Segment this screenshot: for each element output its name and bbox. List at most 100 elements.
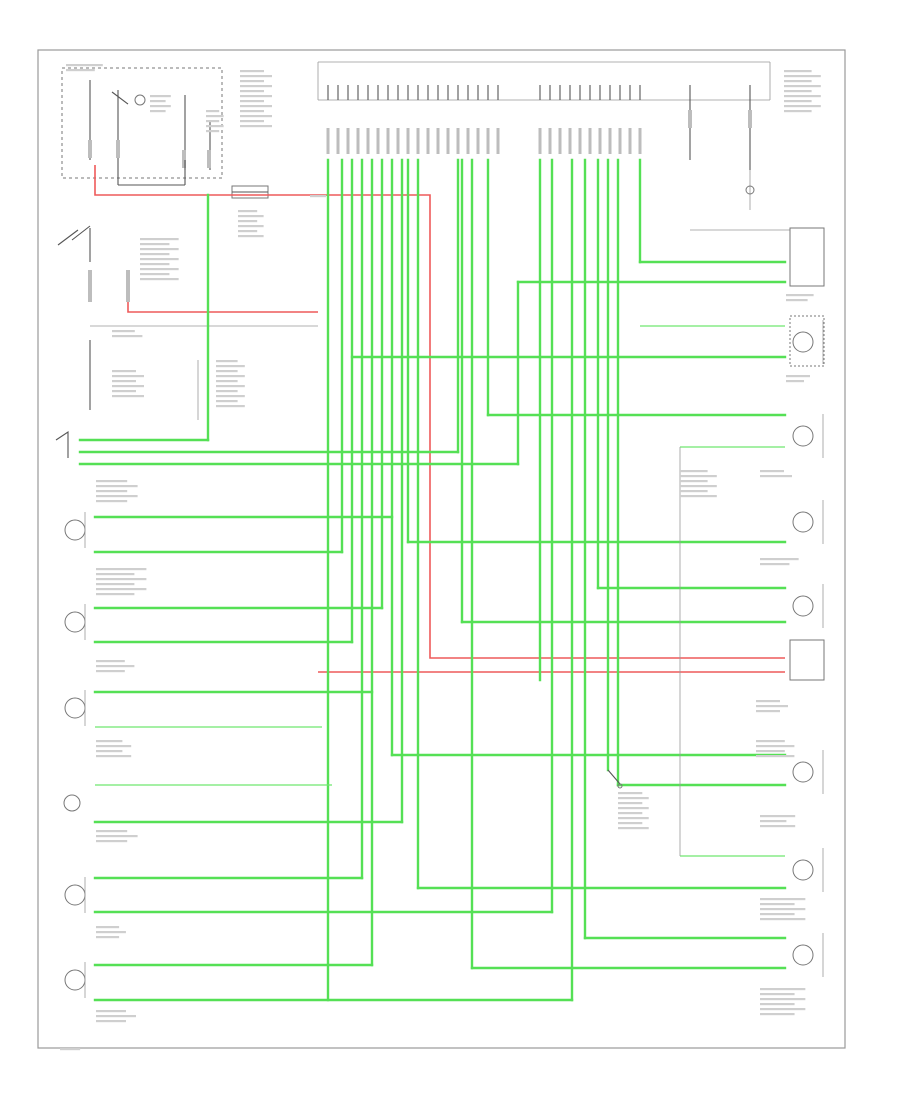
label-line xyxy=(66,64,103,67)
label-line xyxy=(112,385,144,388)
label-line xyxy=(96,750,123,753)
pin-terminal xyxy=(396,128,400,154)
sensor-symbol xyxy=(64,611,86,633)
pin-terminal xyxy=(638,128,642,154)
label-line xyxy=(140,268,179,271)
left-component-wires xyxy=(93,515,574,1002)
label-line xyxy=(680,495,717,498)
label-line xyxy=(96,840,128,843)
label-line xyxy=(96,1015,136,1018)
label-line xyxy=(216,380,238,383)
label-line xyxy=(112,395,144,398)
label-line xyxy=(206,125,224,128)
pin-terminal xyxy=(336,128,340,154)
label-line xyxy=(112,390,136,393)
label-line xyxy=(784,105,821,108)
label-line xyxy=(140,273,170,276)
label-line xyxy=(680,480,708,483)
label-line xyxy=(96,1010,126,1013)
label-line xyxy=(238,215,264,218)
label-line xyxy=(140,263,170,266)
label-line xyxy=(240,80,264,83)
sensor-symbol xyxy=(792,595,814,617)
label-line xyxy=(60,1048,81,1051)
label-line xyxy=(96,1020,126,1023)
label-line xyxy=(96,573,135,576)
sensor-symbol xyxy=(64,884,86,906)
label-line xyxy=(310,195,326,198)
sensor-symbol xyxy=(792,511,814,533)
label-line xyxy=(96,931,126,934)
label-line xyxy=(140,238,179,241)
label-line xyxy=(680,490,708,493)
label-line xyxy=(786,294,814,297)
label-line xyxy=(784,100,812,103)
pin-terminal xyxy=(496,128,500,154)
label-line xyxy=(240,100,264,103)
label-line xyxy=(618,827,649,830)
pin-terminal xyxy=(376,128,380,154)
label-line xyxy=(240,125,272,128)
lamp-symbol xyxy=(63,794,81,812)
power-wire-red xyxy=(94,165,785,659)
pin-terminal xyxy=(436,128,440,154)
label-line xyxy=(760,1008,806,1011)
label-line xyxy=(784,90,812,93)
label-line xyxy=(96,490,128,493)
label-line xyxy=(238,210,258,213)
label-line xyxy=(112,335,143,338)
label-line xyxy=(240,70,264,73)
pin-terminal xyxy=(598,128,602,154)
pin-terminal xyxy=(426,128,430,154)
label-line xyxy=(240,85,272,88)
label-line xyxy=(756,745,795,748)
label-line xyxy=(760,993,795,996)
label-line xyxy=(240,110,264,113)
label-line xyxy=(96,755,132,758)
pin-terminal xyxy=(346,128,350,154)
green-bus-wires xyxy=(326,158,642,1002)
right-side-connector-boxes xyxy=(679,227,825,856)
label-line xyxy=(150,100,166,103)
relay-fuse-area xyxy=(61,67,269,199)
pin-terminal xyxy=(356,128,360,154)
pin-terminal xyxy=(416,128,420,154)
left-switch-block xyxy=(55,193,520,466)
label-line xyxy=(112,380,136,383)
pin-terminal xyxy=(608,128,612,154)
label-line xyxy=(784,80,812,83)
label-line xyxy=(96,670,125,673)
label-line xyxy=(618,812,643,815)
label-line xyxy=(238,235,264,238)
top-connector-row xyxy=(317,61,771,154)
pin-terminal xyxy=(588,128,592,154)
label-line xyxy=(96,578,147,581)
label-line xyxy=(786,380,804,383)
pin-terminal xyxy=(406,128,410,154)
label-line xyxy=(784,75,821,78)
right-component-wires xyxy=(350,260,787,970)
label-line xyxy=(756,740,785,743)
label-line xyxy=(618,807,649,810)
label-line xyxy=(760,918,806,921)
pin-terminal xyxy=(466,128,470,154)
label-line xyxy=(206,110,220,113)
sensor-symbol xyxy=(64,969,86,991)
label-line xyxy=(216,370,238,373)
label-line xyxy=(238,230,258,233)
sensor-symbol xyxy=(792,331,814,353)
pin-terminal xyxy=(558,128,562,154)
label-line xyxy=(756,700,780,703)
label-line xyxy=(760,903,795,906)
pin-terminal xyxy=(366,128,370,154)
label-line xyxy=(216,400,238,403)
pin-terminal xyxy=(538,128,542,154)
pin-terminal xyxy=(628,128,632,154)
label-line xyxy=(760,988,806,991)
diagram-frame xyxy=(37,49,846,1049)
label-line xyxy=(760,825,796,828)
mid-switch xyxy=(607,769,623,789)
label-line xyxy=(238,220,258,223)
pin-terminal xyxy=(456,128,460,154)
